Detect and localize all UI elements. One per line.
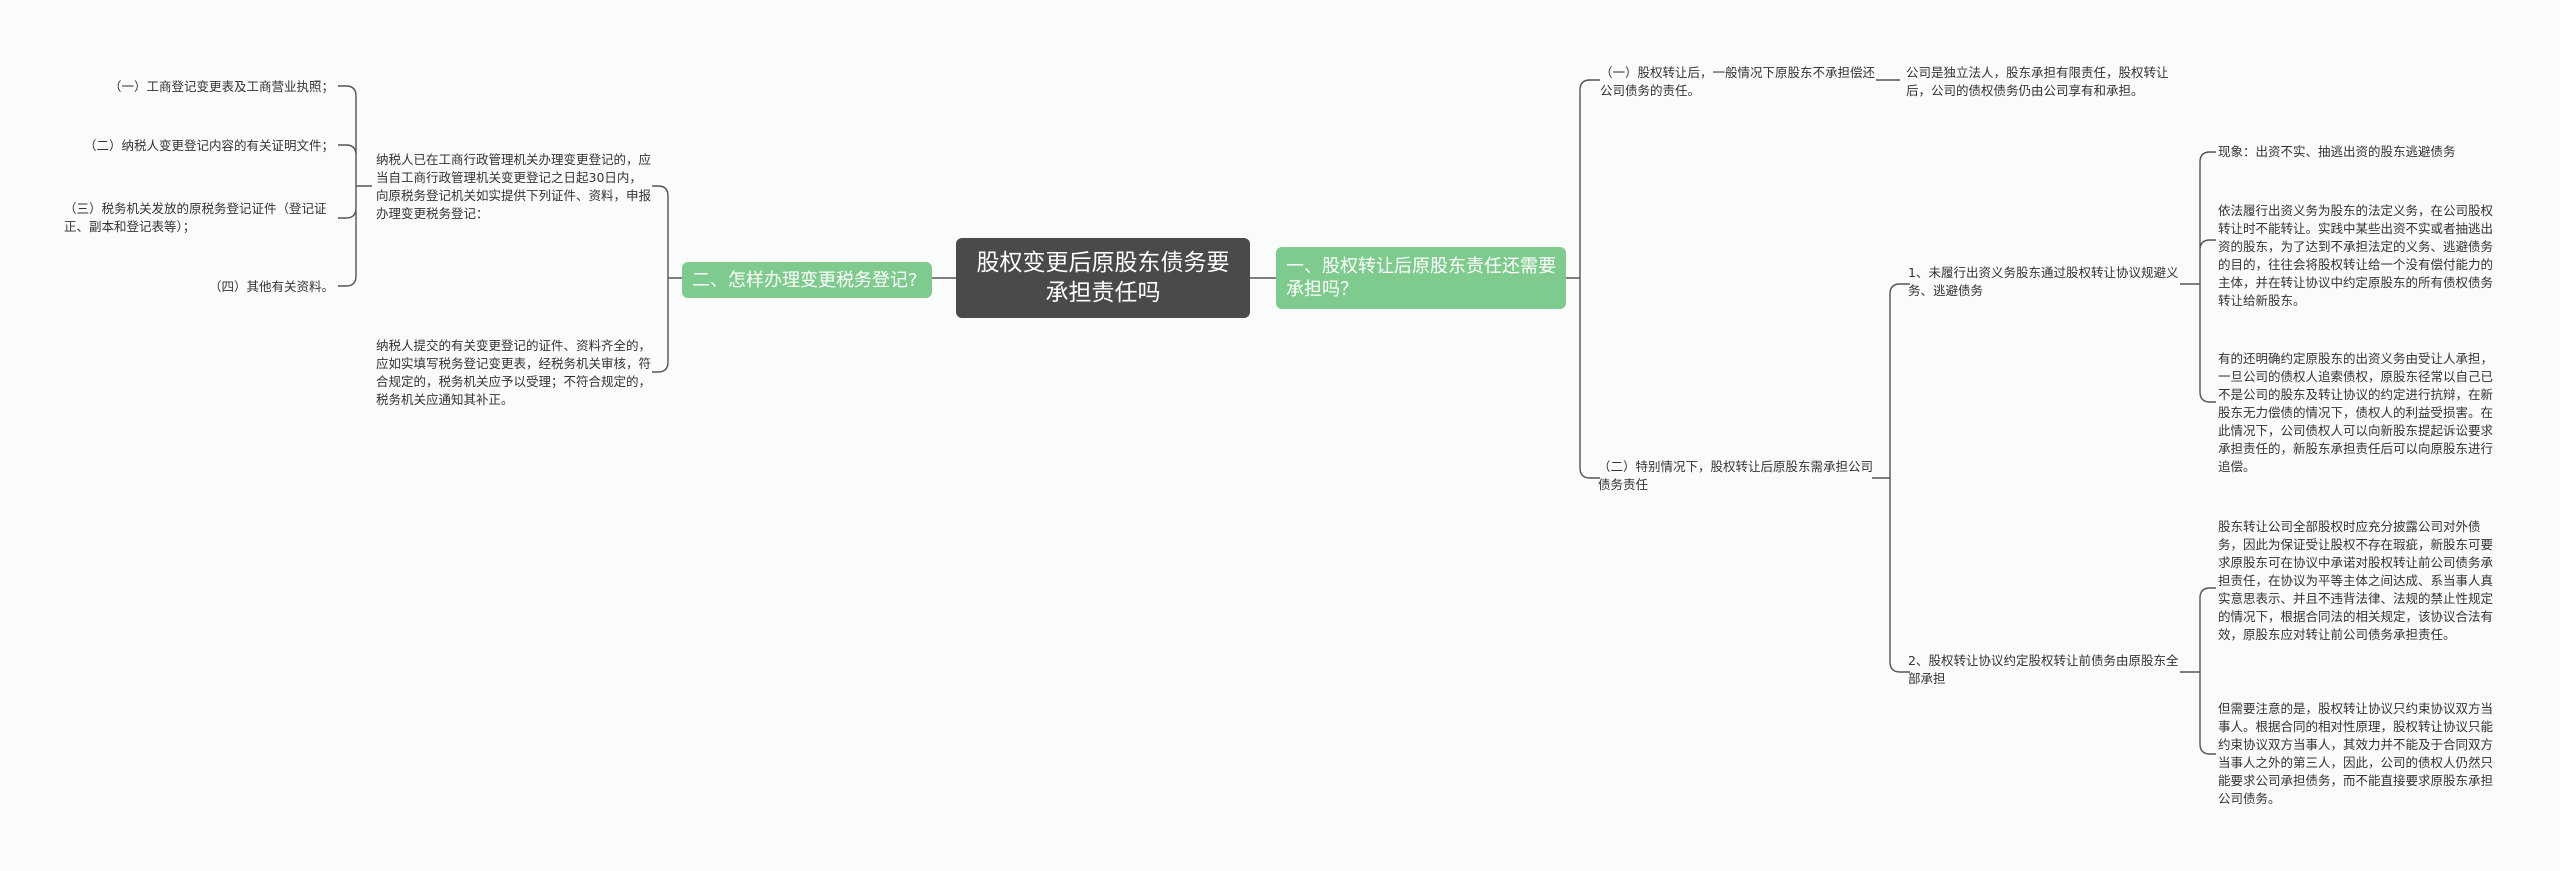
left-detail-0[interactable]: （一）工商登记变更表及工商营业执照； xyxy=(60,78,334,96)
left-detail-0-text: （一）工商登记变更表及工商营业执照； xyxy=(108,79,334,94)
left-detail-3[interactable]: （四）其他有关资料。 xyxy=(60,278,334,296)
right-sub2-detail-0-text: 股东转让公司全部股权时应充分披露公司对外债务，因此为保证受让股权不存在瑕疵，新股… xyxy=(2218,519,2494,642)
left-item2[interactable]: 纳税人提交的有关变更登记的证件、资料齐全的，应如实填写税务登记变更表，经税务机关… xyxy=(376,337,652,409)
branch-left[interactable]: 二、怎样办理变更税务登记? xyxy=(682,262,932,298)
right-sub1-detail-1-text: 依法履行出资义务为股东的法定义务，在公司股权转让时不能转让。实践中某些出资不实或… xyxy=(2218,203,2494,308)
right-sub1-label: 1、未履行出资义务股东通过股权转让协议规避义务、逃避债务 xyxy=(1908,265,2179,298)
root-title: 股权变更后原股东债务要承担责任吗 xyxy=(976,250,1230,306)
right-sub1-detail-0-text: 现象：出资不实、抽逃出资的股东逃避债务 xyxy=(2218,144,2456,159)
right-item2-label: （二）特别情况下，股权转让后原股东需承担公司债务责任 xyxy=(1598,459,1874,492)
right-sub2-detail-0[interactable]: 股东转让公司全部股权时应充分披露公司对外债务，因此为保证受让股权不存在瑕疵，新股… xyxy=(2218,518,2498,644)
right-sub2[interactable]: 2、股权转让协议约定股权转让前债务由原股东全部承担 xyxy=(1908,652,2182,688)
right-item1-label: （一）股权转让后，一般情况下原股东不承担偿还公司债务的责任。 xyxy=(1600,65,1876,98)
branch-right[interactable]: 一、股权转让后原股东责任还需要承担吗？ xyxy=(1276,247,1566,309)
right-item2[interactable]: （二）特别情况下，股权转让后原股东需承担公司债务责任 xyxy=(1598,458,1874,494)
right-sub2-detail-1-text: 但需要注意的是，股权转让协议只约束协议双方当事人。根据合同的相对性原理，股权转让… xyxy=(2218,701,2494,806)
right-item1-detail-text: 公司是独立法人，股东承担有限责任，股权转让后，公司的债权债务仍由公司享有和承担。 xyxy=(1906,65,2169,98)
branch-right-label: 一、股权转让后原股东责任还需要承担吗？ xyxy=(1286,256,1556,300)
left-detail-2[interactable]: （三）税务机关发放的原税务登记证件（登记证正、副本和登记表等）； xyxy=(64,200,338,236)
right-item1[interactable]: （一）股权转让后，一般情况下原股东不承担偿还公司债务的责任。 xyxy=(1600,64,1876,100)
left-item1[interactable]: 纳税人已在工商行政管理机关办理变更登记的，应当自工商行政管理机关变更登记之日起3… xyxy=(376,151,652,223)
right-sub2-label: 2、股权转让协议约定股权转让前债务由原股东全部承担 xyxy=(1908,653,2179,686)
left-item1-label: 纳税人已在工商行政管理机关办理变更登记的，应当自工商行政管理机关变更登记之日起3… xyxy=(376,152,652,221)
right-sub1[interactable]: 1、未履行出资义务股东通过股权转让协议规避义务、逃避债务 xyxy=(1908,264,2182,300)
right-sub1-detail-1[interactable]: 依法履行出资义务为股东的法定义务，在公司股权转让时不能转让。实践中某些出资不实或… xyxy=(2218,202,2498,310)
right-item1-detail[interactable]: 公司是独立法人，股东承担有限责任，股权转让后，公司的债权债务仍由公司享有和承担。 xyxy=(1906,64,2186,100)
left-detail-2-text: （三）税务机关发放的原税务登记证件（登记证正、副本和登记表等）； xyxy=(64,201,327,234)
right-sub1-detail-0[interactable]: 现象：出资不实、抽逃出资的股东逃避债务 xyxy=(2218,143,2498,161)
branch-left-label: 二、怎样办理变更税务登记? xyxy=(692,269,918,291)
left-detail-1-text: （二）纳税人变更登记内容的有关证明文件； xyxy=(83,138,334,153)
right-sub2-detail-1[interactable]: 但需要注意的是，股权转让协议只约束协议双方当事人。根据合同的相对性原理，股权转让… xyxy=(2218,700,2498,808)
left-detail-1[interactable]: （二）纳税人变更登记内容的有关证明文件； xyxy=(60,137,334,155)
right-sub1-detail-2-text: 有的还明确约定原股东的出资义务由受让人承担，一旦公司的债权人追索债权，原股东径常… xyxy=(2218,351,2494,474)
left-item2-label: 纳税人提交的有关变更登记的证件、资料齐全的，应如实填写税务登记变更表，经税务机关… xyxy=(376,338,652,407)
right-sub1-detail-2[interactable]: 有的还明确约定原股东的出资义务由受让人承担，一旦公司的债权人追索债权，原股东径常… xyxy=(2218,350,2498,476)
root-topic[interactable]: 股权变更后原股东债务要承担责任吗 xyxy=(956,238,1250,318)
left-detail-3-text: （四）其他有关资料。 xyxy=(208,279,334,294)
